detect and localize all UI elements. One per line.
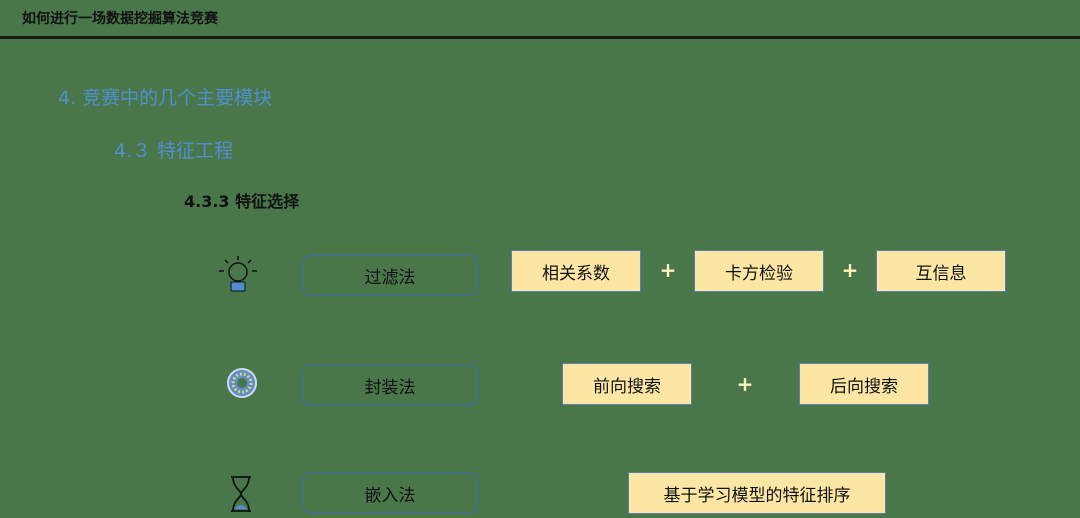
method-wrapper-button[interactable]: 封装法	[303, 365, 477, 405]
technique-mutual-info-box[interactable]: 互信息	[876, 250, 1006, 292]
method-embedded-button[interactable]: 嵌入法	[303, 473, 477, 513]
slide-header-title: 如何进行一场数据挖掘算法竞赛	[22, 11, 218, 27]
target-ring-icon	[227, 368, 257, 398]
lightbulb-icon	[219, 256, 257, 292]
technique-correlation-box[interactable]: 相关系数	[511, 250, 641, 292]
section-heading: 4. 竞赛中的几个主要模块	[58, 87, 273, 109]
header-divider	[0, 36, 1080, 39]
top-bar: 如何进行一场数据挖掘算法竞赛	[0, 0, 1080, 39]
hourglass-icon	[231, 476, 251, 512]
technique-chi-square-box[interactable]: 卡方检验	[694, 250, 824, 292]
plus-icon: +	[841, 258, 859, 282]
technique-backward-search-box[interactable]: 后向搜索	[799, 363, 929, 405]
technique-forward-search-box[interactable]: 前向搜索	[562, 363, 692, 405]
plus-icon: +	[659, 258, 677, 282]
subsection-heading: 4.３ 特征工程	[114, 140, 234, 162]
technique-model-ranking-box[interactable]: 基于学习模型的特征排序	[628, 472, 886, 514]
plus-icon: +	[736, 372, 754, 396]
topic-heading: 4.3.3 特征选择	[184, 192, 300, 211]
method-filter-button[interactable]: 过滤法	[303, 255, 477, 295]
